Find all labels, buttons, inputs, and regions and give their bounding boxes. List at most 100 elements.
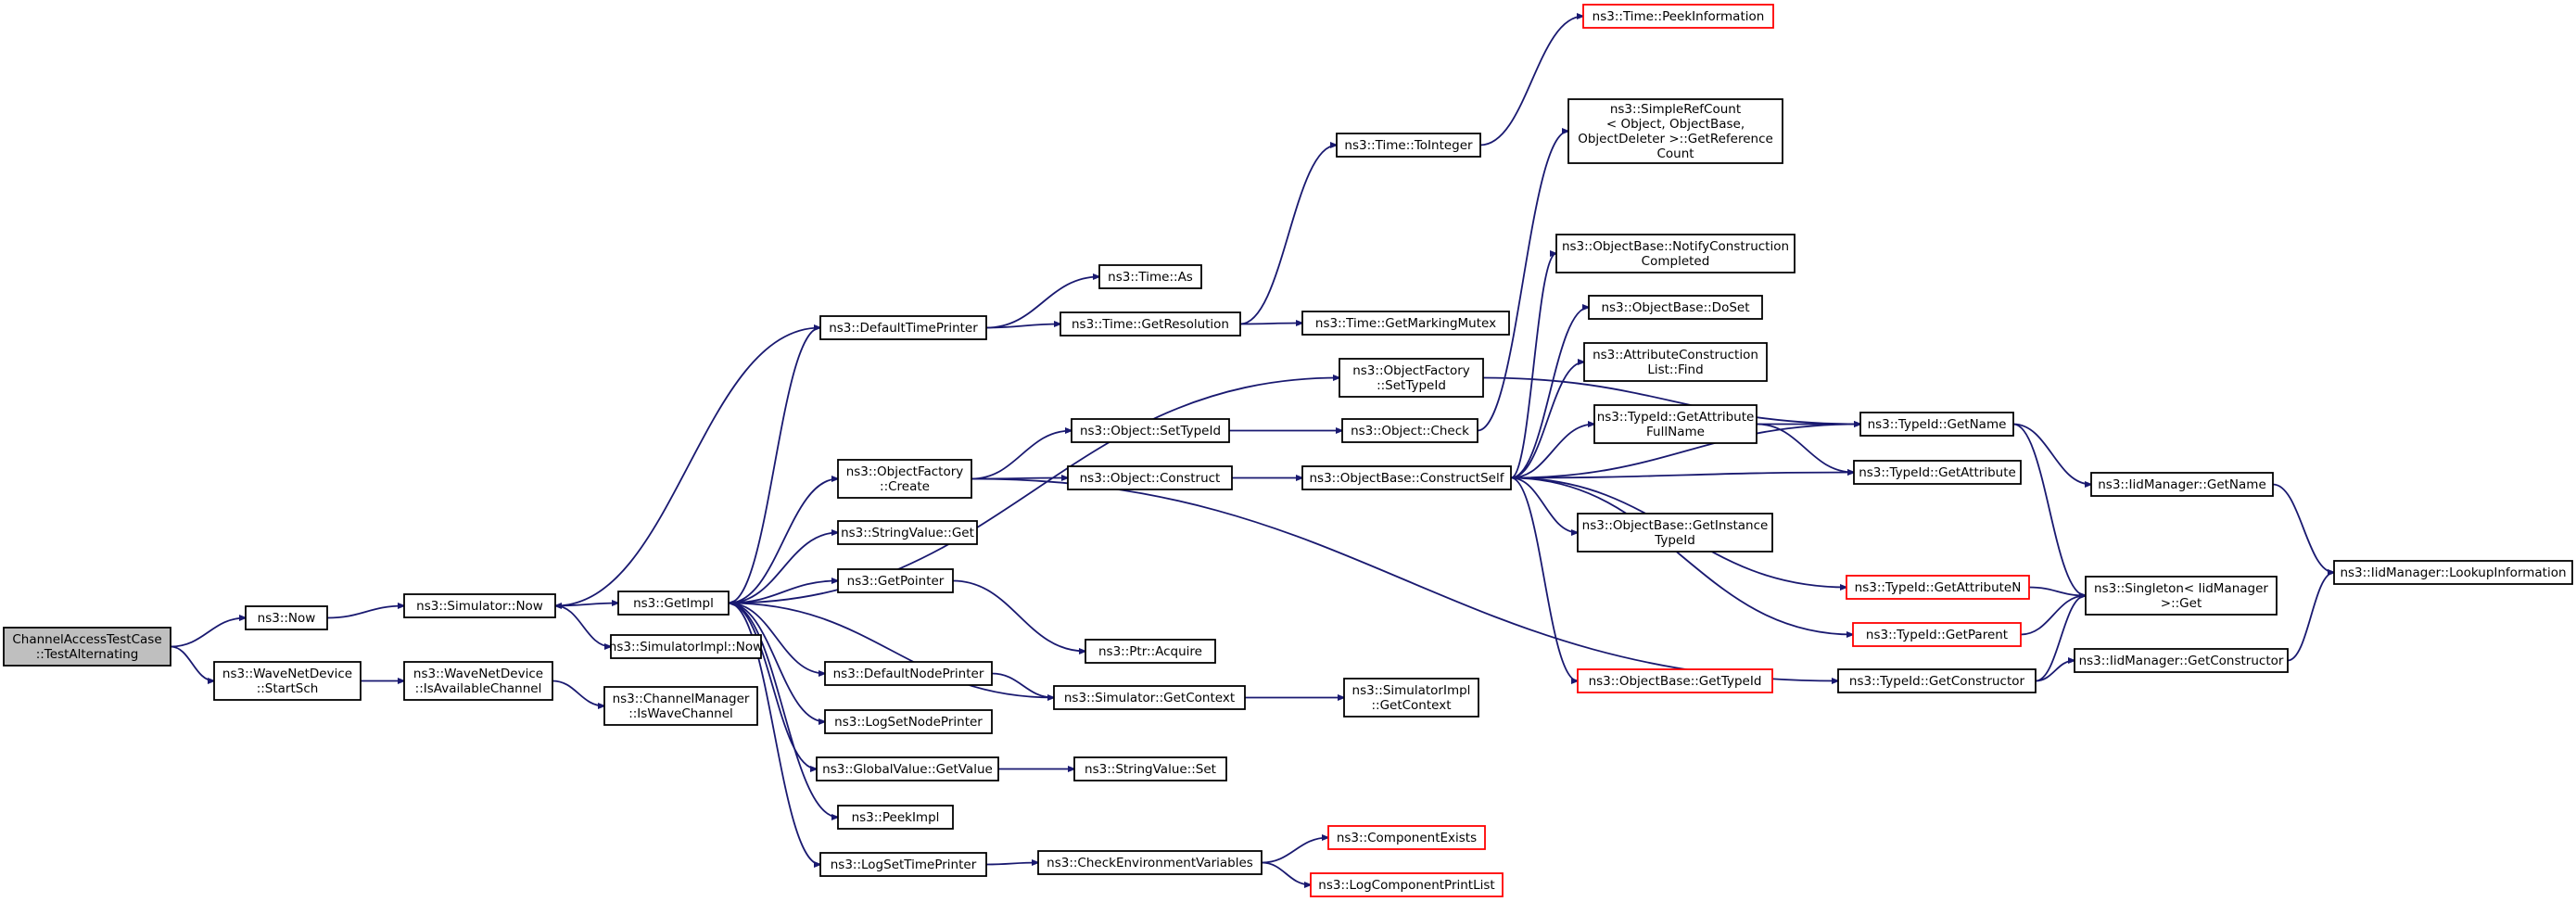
node-ns3-now[interactable]: ns3::Now xyxy=(245,605,328,630)
node-ns3-iidmanager-getconstructor[interactable]: ns3::IidManager::GetConstructor xyxy=(2074,648,2289,673)
node-box[interactable] xyxy=(1577,668,1773,693)
node-ns3-objectbase-gettypeid[interactable]: ns3::ObjectBase::GetTypeId xyxy=(1577,668,1773,693)
node-ns3-time-as[interactable]: ns3::Time::As xyxy=(1098,264,1202,289)
node-ns3-typeid-getconstructor[interactable]: ns3::TypeId::GetConstructor xyxy=(1837,668,2037,693)
node-ns3-getpointer[interactable]: ns3::GetPointer xyxy=(837,568,954,593)
node-ns3-singleton-iidmanager-get[interactable]: ns3::Singleton< IidManager>::Get xyxy=(2085,576,2278,616)
node-ns3-typeid-getattributen[interactable]: ns3::TypeId::GetAttributeN xyxy=(1846,575,2030,600)
node-box[interactable] xyxy=(824,661,993,686)
node-ns3-logsettimeprinter[interactable]: ns3::LogSetTimePrinter xyxy=(819,852,987,877)
node-ns3-object-construct[interactable]: ns3::Object::Construct xyxy=(1067,465,1233,490)
node-ns3-time-peekinformation[interactable]: ns3::Time::PeekInformation xyxy=(1582,4,1774,29)
node-ns3-defaulttimeprinter[interactable]: ns3::DefaultTimePrinter xyxy=(819,315,987,340)
node-box[interactable] xyxy=(1837,668,2037,693)
node-box[interactable] xyxy=(1098,264,1202,289)
node-box[interactable] xyxy=(816,756,999,781)
node-box[interactable] xyxy=(403,593,556,618)
node-ns3-defaultnodeprinter[interactable]: ns3::DefaultNodePrinter xyxy=(824,661,993,686)
node-ns3-objectfactory-create[interactable]: ns3::ObjectFactory::Create xyxy=(837,459,972,499)
node-ns3-objectbase-doset[interactable]: ns3::ObjectBase::DoSet xyxy=(1588,295,1763,320)
node-ns3-object-check[interactable]: ns3::Object::Check xyxy=(1341,418,1478,443)
node-box[interactable] xyxy=(1846,575,2030,600)
node-box[interactable] xyxy=(1859,412,2014,437)
node-ns3-objectbase-notifyconstruction-completed[interactable]: ns3::ObjectBase::NotifyConstructionCompl… xyxy=(1555,234,1796,273)
node-ns3-typeid-getattribute[interactable]: ns3::TypeId::GetAttribute xyxy=(1853,460,2022,485)
node-ns3-time-getmarkingmutex[interactable]: ns3::Time::GetMarkingMutex xyxy=(1301,311,1510,336)
node-ns3-wavenetdevice-startsch[interactable]: ns3::WaveNetDevice::StartSch xyxy=(213,661,362,701)
node-box[interactable] xyxy=(837,459,972,499)
node-ns3-simulator-now[interactable]: ns3::Simulator::Now xyxy=(403,593,556,618)
node-box[interactable] xyxy=(245,605,328,630)
node-box[interactable] xyxy=(403,661,553,701)
node-ns3-time-getresolution[interactable]: ns3::Time::GetResolution xyxy=(1060,311,1241,337)
node-ns3-channelmanager-iswavechannel[interactable]: ns3::ChannelManager::IsWaveChannel xyxy=(603,686,758,726)
node-box[interactable] xyxy=(2074,648,2289,673)
node-ns3-iidmanager-lookupinformation[interactable]: ns3::IidManager::LookupInformation xyxy=(2333,560,2573,585)
node-box[interactable] xyxy=(1060,311,1241,337)
node-ns3-globalvalue-getvalue[interactable]: ns3::GlobalValue::GetValue xyxy=(816,756,999,781)
node-box[interactable] xyxy=(1567,98,1783,164)
node-box[interactable] xyxy=(1583,342,1768,382)
node-ns3-iidmanager-getname[interactable]: ns3::IidManager::GetName xyxy=(2090,472,2274,497)
node-ns3-time-tointeger[interactable]: ns3::Time::ToInteger xyxy=(1336,133,1481,158)
node-ns3-typeid-getname[interactable]: ns3::TypeId::GetName xyxy=(1859,412,2014,437)
node-box[interactable] xyxy=(1593,404,1758,444)
node-box[interactable] xyxy=(1301,465,1512,490)
node-box[interactable] xyxy=(1067,465,1233,490)
node-box[interactable] xyxy=(837,568,954,593)
node-box[interactable] xyxy=(1582,4,1774,29)
node-box[interactable] xyxy=(1577,513,1773,553)
node-ns3-ptr-acquire[interactable]: ns3::Ptr::Acquire xyxy=(1085,639,1216,664)
node-box[interactable] xyxy=(213,661,362,701)
node-ns3-logsetnodeprinter[interactable]: ns3::LogSetNodePrinter xyxy=(824,709,993,734)
node-ns3-peekimpl[interactable]: ns3::PeekImpl xyxy=(837,805,954,830)
node-ns3-object-settypeid[interactable]: ns3::Object::SetTypeId xyxy=(1071,418,1230,443)
node-box[interactable] xyxy=(3,627,171,667)
node-box[interactable] xyxy=(819,315,987,340)
node-box[interactable] xyxy=(1343,678,1479,718)
node-box[interactable] xyxy=(1071,418,1230,443)
node-ns3-simplerefcount-object-objectbase-objectdeleter-getreference-count[interactable]: ns3::SimpleRefCount< Object, ObjectBase,… xyxy=(1567,98,1783,164)
node-box[interactable] xyxy=(610,634,762,659)
node-box[interactable] xyxy=(1336,133,1481,158)
node-box[interactable] xyxy=(1037,850,1263,875)
node-box[interactable] xyxy=(1310,872,1504,897)
node-ns3-typeid-getparent[interactable]: ns3::TypeId::GetParent xyxy=(1852,622,2022,647)
node-box[interactable] xyxy=(1555,234,1796,273)
node-box[interactable] xyxy=(1588,295,1763,320)
node-ns3-checkenvironmentvariables[interactable]: ns3::CheckEnvironmentVariables xyxy=(1037,850,1263,875)
node-box[interactable] xyxy=(837,805,954,830)
node-ns3-objectfactory-settypeid[interactable]: ns3::ObjectFactory::SetTypeId xyxy=(1339,358,1484,398)
node-box[interactable] xyxy=(2090,472,2274,497)
node-box[interactable] xyxy=(1339,358,1484,398)
node-box[interactable] xyxy=(617,591,730,616)
node-box[interactable] xyxy=(1085,639,1216,664)
node-box[interactable] xyxy=(1327,825,1486,850)
node-ns3-simulatorimpl-now[interactable]: ns3::SimulatorImpl::Now xyxy=(609,634,763,659)
node-ns3-componentexists[interactable]: ns3::ComponentExists xyxy=(1327,825,1486,850)
node-box[interactable] xyxy=(1853,460,2022,485)
node-ns3-simulator-getcontext[interactable]: ns3::Simulator::GetContext xyxy=(1053,685,1246,710)
node-box[interactable] xyxy=(2333,560,2573,585)
node-ns3-objectbase-constructself[interactable]: ns3::ObjectBase::ConstructSelf xyxy=(1301,465,1512,490)
node-ns3-logcomponentprintlist[interactable]: ns3::LogComponentPrintList xyxy=(1310,872,1504,897)
node-box[interactable] xyxy=(819,852,987,877)
node-box[interactable] xyxy=(1073,756,1227,781)
node-box[interactable] xyxy=(837,520,978,545)
node-channelaccesstestcase-testalternating[interactable]: ChannelAccessTestCase::TestAlternating xyxy=(3,627,171,667)
node-box[interactable] xyxy=(1852,622,2022,647)
node-ns3-getimpl[interactable]: ns3::GetImpl xyxy=(617,591,730,616)
node-box[interactable] xyxy=(1341,418,1478,443)
node-box[interactable] xyxy=(2085,576,2278,616)
node-box[interactable] xyxy=(603,686,758,726)
node-box[interactable] xyxy=(824,709,993,734)
node-ns3-simulatorimpl-getcontext[interactable]: ns3::SimulatorImpl::GetContext xyxy=(1343,678,1479,718)
node-ns3-wavenetdevice-isavailablechannel[interactable]: ns3::WaveNetDevice::IsAvailableChannel xyxy=(403,661,553,701)
node-ns3-stringvalue-get[interactable]: ns3::StringValue::Get xyxy=(837,520,978,545)
node-box[interactable] xyxy=(1301,311,1510,336)
node-ns3-stringvalue-set[interactable]: ns3::StringValue::Set xyxy=(1073,756,1227,781)
node-box[interactable] xyxy=(1053,685,1246,710)
